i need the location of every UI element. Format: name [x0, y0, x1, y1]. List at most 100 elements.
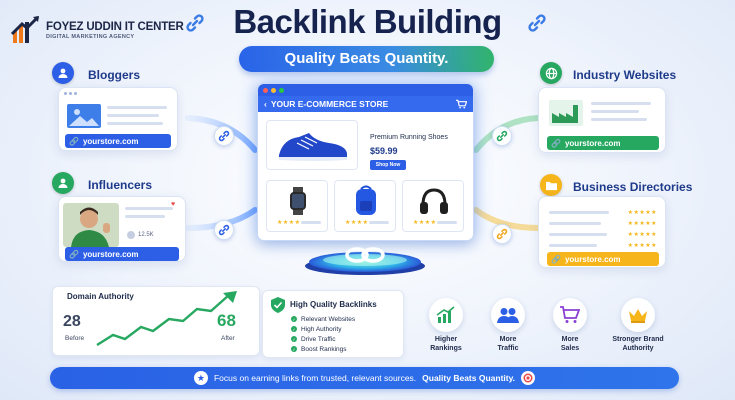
- rating-stars-icon: ★★★★: [413, 220, 437, 226]
- featured-product-image[interactable]: [266, 120, 358, 170]
- link-connector-icon: [214, 126, 234, 146]
- authority-after-value: 68: [217, 311, 236, 330]
- brand-logo: FOYEZ UDDIN IT CENTER DIGITAL MARKETING …: [10, 14, 184, 46]
- link-chain-icon: [186, 14, 204, 32]
- shopping-cart-icon: [553, 298, 587, 332]
- product-tile[interactable]: ★★★★: [402, 180, 464, 232]
- list-item: ✓Drive Traffic: [291, 335, 336, 343]
- directory-row: ★★★★★: [549, 229, 657, 240]
- rating-stars-icon: ★★★★: [277, 220, 301, 226]
- directories-header: [540, 174, 562, 196]
- industry-header: [540, 62, 562, 84]
- backpack-icon: [356, 185, 376, 215]
- industry-title: Industry Websites: [573, 68, 677, 82]
- check-icon: ✓: [291, 346, 297, 352]
- product-tile[interactable]: ★★★★: [266, 180, 328, 232]
- product-tile[interactable]: ★★★★: [334, 180, 396, 232]
- backlinks-panel: High Quality Backlinks ✓Relevant Website…: [262, 290, 404, 358]
- link-icon: 🔗: [551, 138, 561, 148]
- shop-now-button[interactable]: Shop Now: [370, 160, 406, 170]
- folder-icon: [540, 174, 562, 196]
- page-title: Backlink Building: [233, 3, 502, 40]
- directories-card[interactable]: ★★★★★ ★★★★★ ★★★★★ ★★★★★ 🔗 yourstore.com: [538, 196, 666, 268]
- industry-card[interactable]: 🔗 yourstore.com: [538, 87, 666, 153]
- footer-emphasis: Quality Beats Quantity.: [422, 373, 516, 383]
- minimize-dot-icon[interactable]: [271, 87, 276, 93]
- shield-check-icon: [271, 297, 285, 313]
- link-chain-icon: [528, 14, 546, 32]
- link-icon: 🔗: [551, 254, 561, 264]
- check-icon: ✓: [291, 326, 297, 332]
- authority-after-label: After: [221, 335, 235, 342]
- domain-authority-panel: Domain Authority 28 Before 68 After: [52, 286, 260, 356]
- globe-icon: [540, 62, 562, 84]
- directories-title: Business Directories: [573, 180, 693, 194]
- list-item: ✓Relevant Websites: [291, 315, 356, 323]
- store-title: YOUR E-COMMERCE STORE: [270, 99, 389, 109]
- window-titlebar: [258, 84, 473, 96]
- footer-banner: ★ Focus on earning links from trusted, r…: [50, 367, 679, 389]
- influencers-card[interactable]: ♥ 12.5K 🔗 yourstore.com: [58, 196, 186, 262]
- check-icon: ✓: [291, 316, 297, 322]
- link-connector-icon: [492, 224, 512, 244]
- chevron-left-icon[interactable]: ‹: [264, 99, 267, 109]
- influencers-header: [52, 172, 74, 194]
- footer-text: Focus on earning links from trusted, rel…: [213, 373, 417, 383]
- directory-row: ★★★★★: [549, 207, 657, 218]
- play-icon: [127, 231, 135, 239]
- link-icon: 🔗: [69, 249, 79, 259]
- check-icon: ✓: [291, 336, 297, 342]
- smartwatch-icon: [290, 187, 306, 215]
- factory-icon: [549, 100, 583, 126]
- users-icon: [491, 298, 525, 332]
- link-connector-icon: [214, 220, 234, 240]
- list-item: ✓Boost Rankings: [291, 345, 347, 353]
- rating-stars-icon: ★★★★★: [627, 221, 657, 227]
- logo-mark-icon: [10, 15, 40, 43]
- heart-icon: ♥: [171, 201, 176, 208]
- link-connector-icon: [492, 126, 512, 146]
- cart-icon[interactable]: [456, 99, 467, 109]
- industry-url[interactable]: 🔗 yourstore.com: [547, 136, 659, 150]
- directory-row: ★★★★★: [549, 240, 657, 251]
- rating-stars-icon: ★★★★★: [627, 210, 657, 216]
- rating-stars-icon: ★★★★★: [627, 243, 657, 249]
- logo-tagline: DIGITAL MARKETING AGENCY: [46, 33, 135, 40]
- logo-name: FOYEZ UDDIN IT CENTER: [46, 20, 184, 33]
- follower-count: 12.5K: [127, 231, 154, 239]
- authority-before-label: Before: [65, 335, 85, 342]
- glowing-pedestal: [305, 247, 425, 275]
- bloggers-card[interactable]: 🔗 yourstore.com: [58, 87, 178, 151]
- headphones-icon: [420, 188, 448, 214]
- close-dot-icon[interactable]: [263, 87, 268, 93]
- product-price: $59.99: [370, 146, 398, 156]
- subtitle-pill: Quality Beats Quantity.: [239, 46, 494, 72]
- domain-authority-title: Domain Authority: [67, 292, 134, 301]
- chart-up-icon: [429, 298, 463, 332]
- store-navbar: ‹ YOUR E-COMMERCE STORE: [258, 96, 473, 112]
- influencers-url[interactable]: 🔗 yourstore.com: [65, 247, 179, 261]
- rating-stars-icon: ★★★★: [345, 220, 369, 226]
- image-icon: [67, 104, 101, 128]
- maximize-dot-icon[interactable]: [279, 87, 284, 93]
- backlinks-list: ✓Relevant Websites ✓High Authority ✓Driv…: [291, 314, 355, 354]
- user-icon: [52, 172, 74, 194]
- directories-url[interactable]: 🔗 yourstore.com: [547, 252, 659, 266]
- product-name: Premium Running Shoes: [370, 134, 448, 141]
- rating-stars-icon: ★★★★★: [627, 232, 657, 238]
- backlinks-title: High Quality Backlinks: [290, 300, 377, 309]
- bloggers-title: Bloggers: [88, 68, 141, 82]
- running-shoe-icon: [279, 133, 347, 161]
- growth-line-icon: [96, 291, 237, 347]
- user-icon: [52, 62, 74, 84]
- star-icon: ★: [193, 371, 208, 385]
- bloggers-url[interactable]: 🔗 yourstore.com: [65, 134, 171, 148]
- target-icon: [521, 371, 536, 385]
- crown-icon: [621, 298, 655, 332]
- bloggers-header: [52, 62, 74, 84]
- influencers-title: Influencers: [88, 178, 153, 192]
